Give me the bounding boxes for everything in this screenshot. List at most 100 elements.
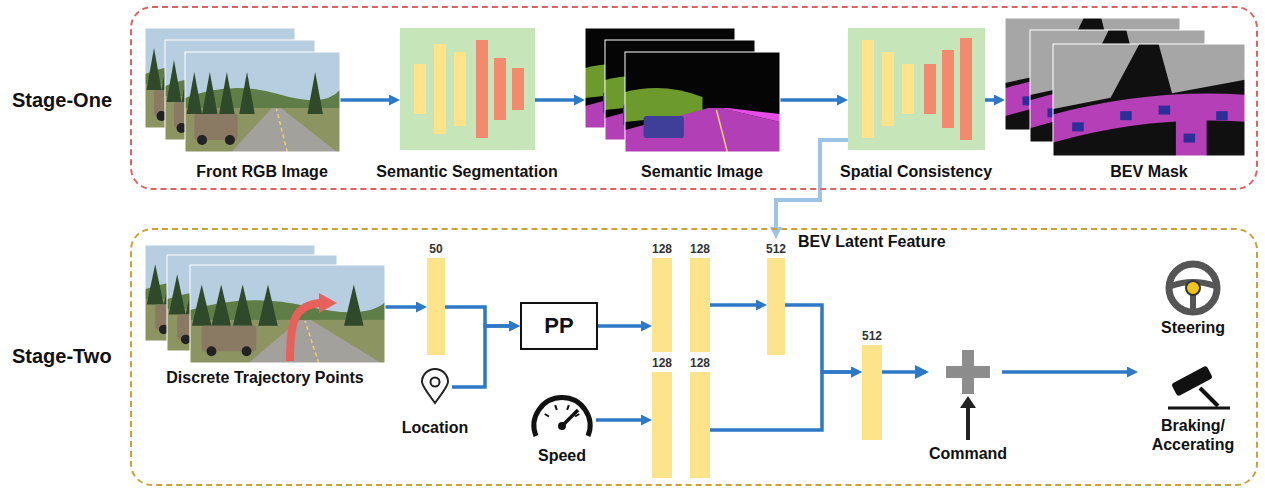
tree bbox=[202, 72, 218, 114]
road bbox=[1053, 107, 1245, 131]
layer-bar bbox=[414, 64, 426, 114]
layer-bar: 512 bbox=[862, 345, 882, 440]
caption: Spatial Consistency bbox=[840, 162, 992, 182]
dimension-number: 128 bbox=[690, 356, 710, 370]
speedometer-hub bbox=[558, 422, 566, 430]
sky bbox=[185, 52, 340, 152]
tree bbox=[192, 285, 212, 326]
connector bbox=[445, 307, 515, 326]
pedal-floor bbox=[1168, 407, 1230, 410]
arrow-head bbox=[960, 396, 976, 408]
stage-heading: Stage-Two bbox=[12, 344, 112, 368]
network-box: Semantic Segmentation bbox=[400, 28, 535, 150]
layer-bar: 128 bbox=[690, 372, 710, 478]
wheel bbox=[242, 346, 252, 356]
layer-bar: 512 bbox=[767, 258, 785, 355]
illustration bbox=[400, 28, 535, 150]
illustration bbox=[528, 392, 596, 442]
stage-region: Front RGB ImageSemantic SegmentationSema… bbox=[130, 6, 1258, 190]
car bbox=[1159, 106, 1171, 115]
layer-bar bbox=[476, 40, 488, 138]
wheel bbox=[225, 135, 235, 145]
image-frame bbox=[190, 265, 385, 363]
layer-bar bbox=[960, 38, 972, 140]
caption: Front RGB Image bbox=[196, 162, 328, 182]
process-box: PP bbox=[520, 302, 598, 350]
image-stack: Discrete Trajectory Points bbox=[145, 245, 385, 388]
caption: Discrete Trajectory Points bbox=[166, 368, 363, 388]
dimension-number: 512 bbox=[862, 329, 882, 343]
connector bbox=[598, 324, 647, 328]
steering-hub bbox=[1186, 281, 1200, 295]
area bbox=[1053, 44, 1139, 109]
layer-bar bbox=[434, 44, 446, 134]
road bbox=[1176, 100, 1207, 156]
speedometer-tick bbox=[545, 414, 549, 417]
road bbox=[249, 320, 382, 363]
command-arrow bbox=[966, 406, 970, 440]
image-layer bbox=[190, 265, 385, 363]
layer-bar: 128 bbox=[652, 258, 672, 352]
layer-bar: 50 bbox=[427, 258, 445, 355]
wheel bbox=[181, 335, 191, 345]
dimension-number: 128 bbox=[652, 356, 672, 370]
connector bbox=[710, 372, 857, 430]
tree bbox=[258, 285, 278, 326]
pedal-arm bbox=[1200, 388, 1218, 406]
road bbox=[232, 108, 337, 152]
tree bbox=[344, 285, 364, 326]
tree bbox=[219, 72, 235, 114]
tree bbox=[167, 60, 182, 102]
tree bbox=[187, 72, 203, 114]
illustration bbox=[145, 245, 385, 388]
image-frame bbox=[1053, 44, 1245, 156]
caption: Braking/ Accerating bbox=[1138, 416, 1248, 454]
tree bbox=[233, 285, 253, 326]
network-box: Spatial Consistency bbox=[848, 28, 985, 150]
speed-icon: Speed bbox=[528, 392, 596, 442]
layer-bar bbox=[494, 58, 506, 120]
image-stack: Front RGB Image bbox=[145, 28, 340, 185]
stage-heading: Stage-One bbox=[12, 88, 112, 112]
steering-wheel bbox=[1169, 264, 1217, 312]
illustration bbox=[1005, 18, 1245, 185]
dimension-number: 128 bbox=[652, 242, 672, 256]
control-output: SteeringBraking/ Accerating bbox=[1138, 256, 1248, 478]
image-layer bbox=[1043, 44, 1255, 156]
plus-symbol bbox=[946, 366, 990, 378]
ground bbox=[185, 108, 340, 152]
speedometer-tick bbox=[567, 405, 569, 410]
input-label: Command bbox=[929, 444, 1007, 464]
illustration bbox=[145, 28, 340, 185]
caption: Location bbox=[402, 418, 469, 438]
connector bbox=[780, 98, 843, 102]
lane-line bbox=[716, 110, 727, 152]
connector bbox=[710, 303, 762, 307]
location-pin bbox=[422, 369, 448, 403]
tree bbox=[239, 72, 255, 114]
tree bbox=[211, 285, 231, 326]
caption: Semantic Image bbox=[641, 162, 763, 182]
car bbox=[1120, 111, 1132, 120]
box-label: PP bbox=[522, 304, 596, 348]
caption: Speed bbox=[538, 446, 586, 466]
lane-line bbox=[276, 109, 287, 152]
layer-bar bbox=[882, 52, 894, 126]
speedometer-tick bbox=[555, 405, 557, 410]
connector bbox=[776, 140, 848, 233]
image-frame bbox=[185, 52, 340, 152]
connector bbox=[385, 305, 422, 309]
trajectory-arrow bbox=[290, 303, 321, 361]
car bbox=[1184, 134, 1196, 143]
image-layer bbox=[625, 52, 780, 152]
caption: BEV Mask bbox=[1110, 162, 1187, 182]
illustration bbox=[418, 370, 452, 404]
sky bbox=[190, 265, 385, 363]
stage-region: Discrete Trajectory Points 50Location PP 12… bbox=[130, 228, 1258, 486]
car bbox=[1216, 111, 1228, 120]
lane-line bbox=[305, 321, 319, 363]
caption: Steering bbox=[1161, 318, 1225, 338]
caption: Semantic Segmentation bbox=[376, 162, 557, 182]
